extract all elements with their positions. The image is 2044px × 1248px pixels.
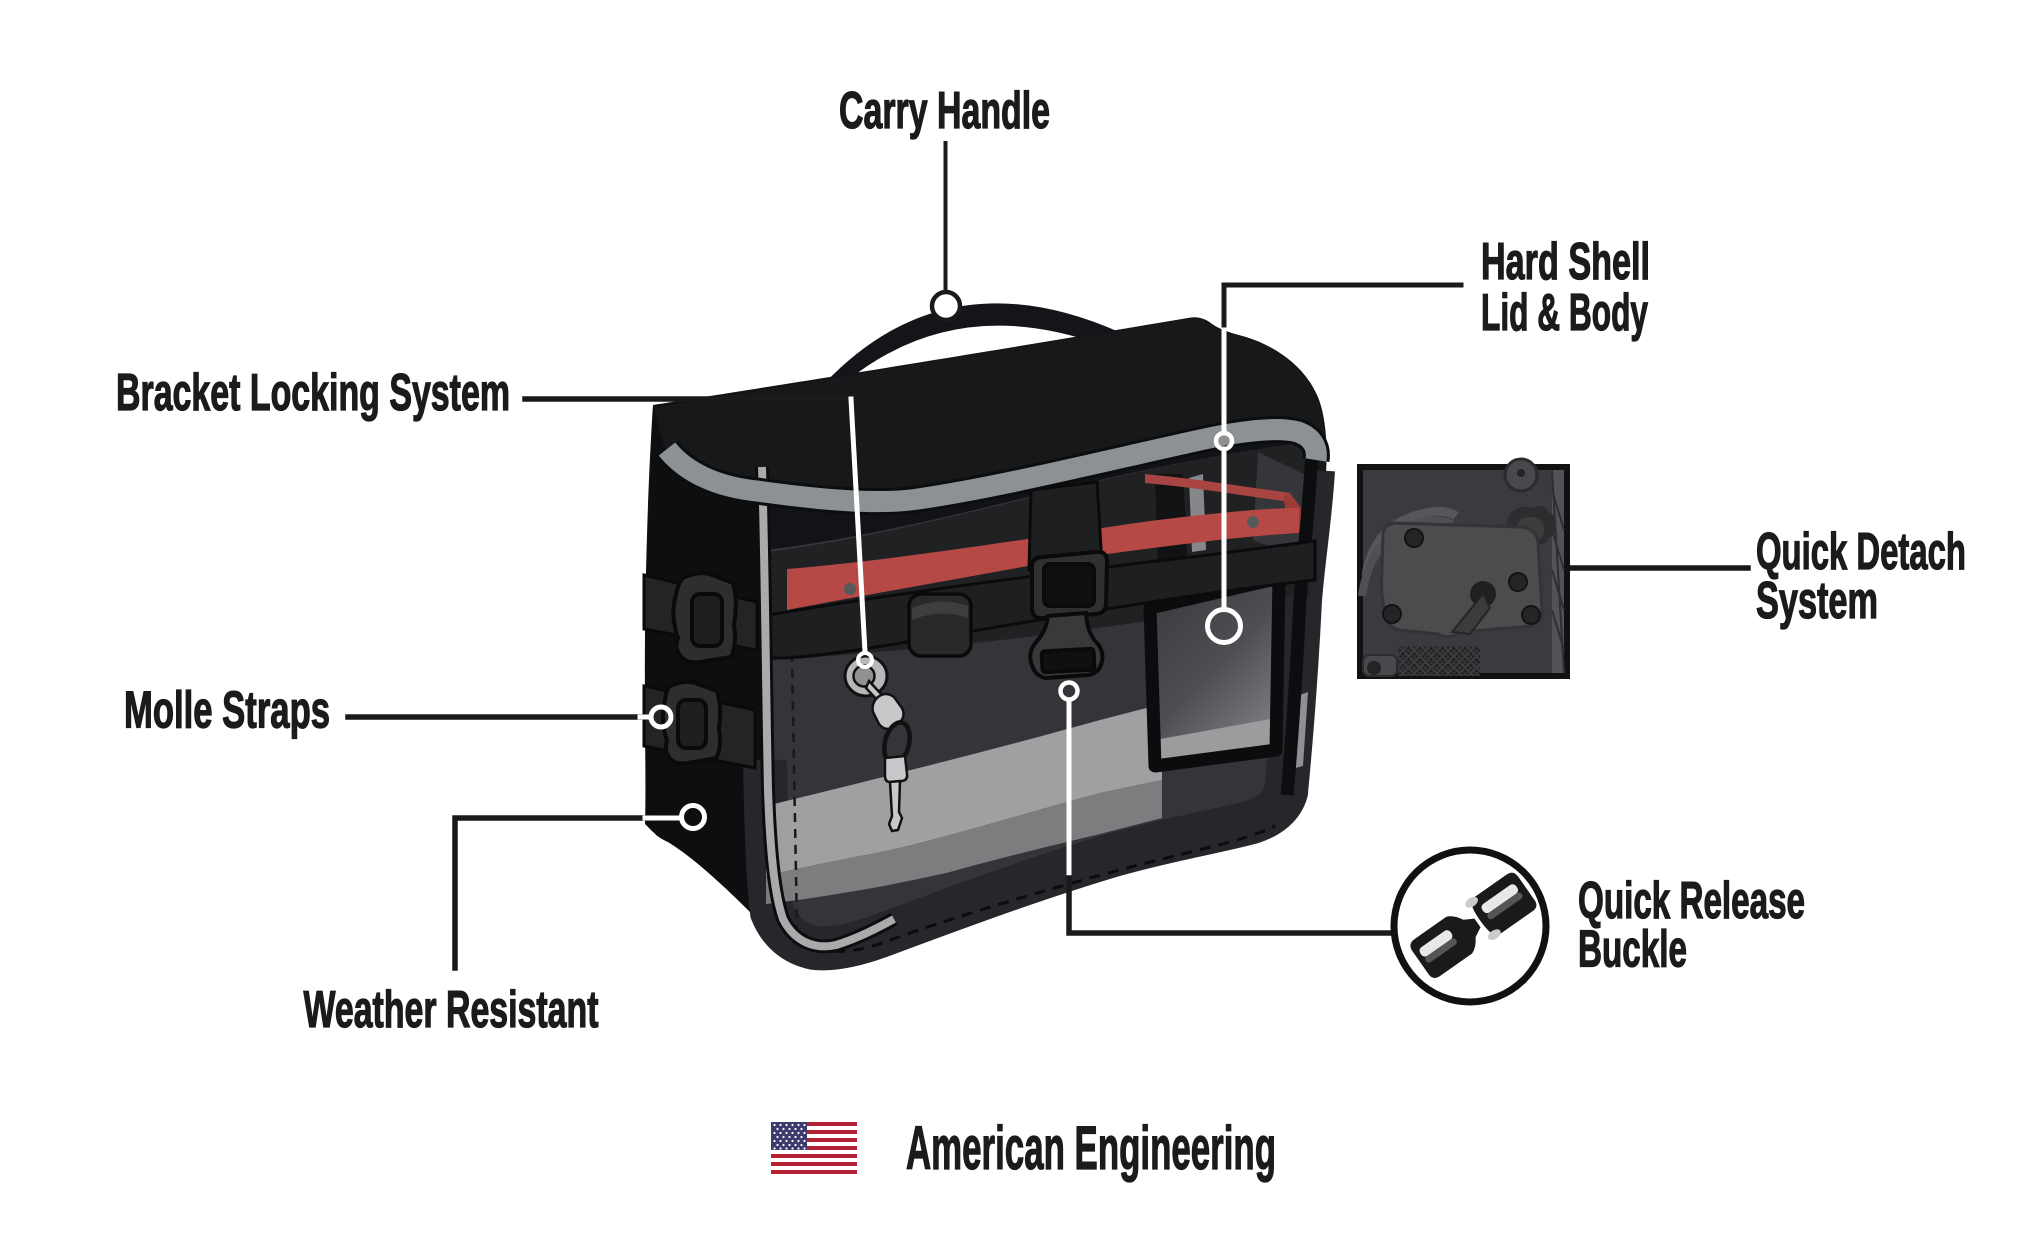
- svg-text:Hard Shell: Hard Shell: [1481, 233, 1650, 291]
- svg-text:Molle Straps: Molle Straps: [124, 682, 330, 740]
- svg-text:Lid & Body: Lid & Body: [1481, 284, 1648, 342]
- svg-text:Carry Handle: Carry Handle: [839, 82, 1050, 140]
- svg-text:Buckle: Buckle: [1578, 921, 1687, 979]
- svg-text:Weather Resistant: Weather Resistant: [304, 981, 599, 1039]
- svg-text:Quick Detach: Quick Detach: [1756, 523, 1966, 581]
- svg-text:Quick Release: Quick Release: [1578, 872, 1805, 930]
- svg-text:American Engineering: American Engineering: [906, 1114, 1276, 1182]
- svg-text:Bracket Locking System: Bracket Locking System: [116, 364, 510, 422]
- svg-text:System: System: [1756, 572, 1878, 630]
